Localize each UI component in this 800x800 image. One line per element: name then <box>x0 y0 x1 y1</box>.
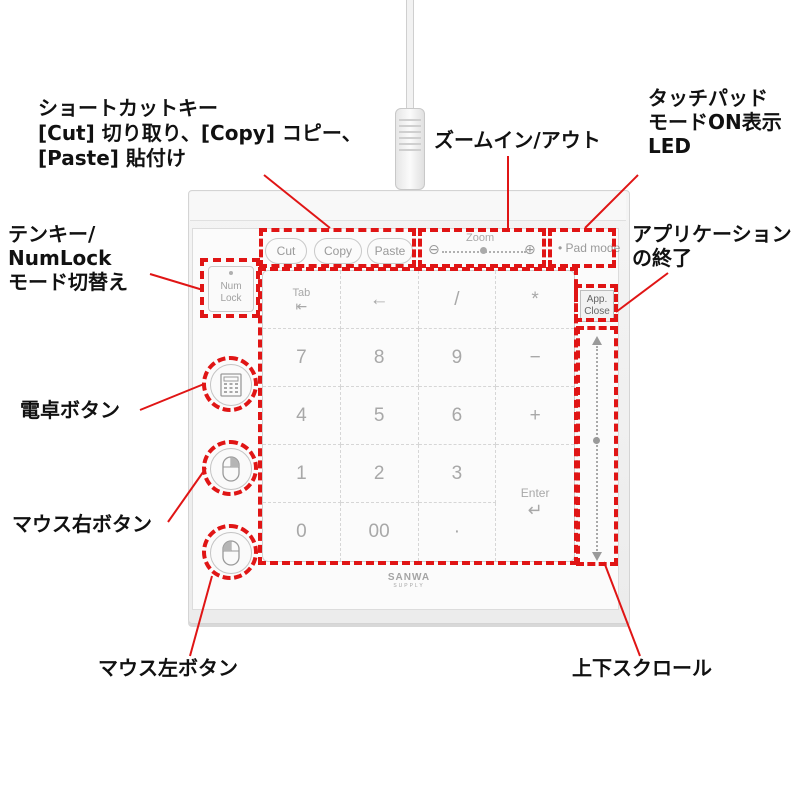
zoom-out-icon[interactable]: ⊖ <box>428 242 440 258</box>
enter-arrow-icon: ↵ <box>527 499 543 520</box>
numlock-led <box>229 271 233 275</box>
key-tab[interactable]: Tab ⇤ <box>263 271 341 329</box>
key-tab-label: Tab <box>292 286 311 299</box>
key-2[interactable]: 2 <box>340 445 419 503</box>
scroll-up-arrow-icon[interactable] <box>592 336 602 345</box>
callout-numlock-line-2: NumLock <box>8 246 112 270</box>
numlock-label-1: Num <box>220 281 242 292</box>
key-6[interactable]: 6 <box>418 387 497 445</box>
callout-app-close-line-1: アプリケーション <box>632 222 792 246</box>
highlight-app-close <box>574 284 618 322</box>
callout-numlock-line-1: テンキー/ <box>8 222 96 246</box>
key-9[interactable]: 9 <box>418 329 497 387</box>
key-backspace[interactable]: ← <box>340 271 419 329</box>
scroll-knob[interactable] <box>593 437 600 444</box>
callout-led-line-3: LED <box>648 134 692 158</box>
paste-button[interactable]: Paste <box>367 238 413 264</box>
key-multiply[interactable]: * <box>496 271 574 329</box>
key-enter-label: Enter <box>520 485 550 500</box>
highlight-mouse-left <box>202 524 258 580</box>
zoom-in-icon[interactable]: ⊕ <box>524 242 536 258</box>
numlock-button[interactable]: Num Lock <box>208 266 254 312</box>
callout-mouse-left: マウス左ボタン <box>98 656 238 680</box>
numlock-label-2: Lock <box>220 293 242 304</box>
brand-sub: SUPPLY <box>393 583 425 589</box>
callout-shortcut-line-3: [Paste] 貼付け <box>38 146 186 170</box>
highlight-pad-mode-led <box>548 228 616 268</box>
cut-button[interactable]: Cut <box>265 238 307 264</box>
callout-app-close-line-2: の終了 <box>632 246 692 270</box>
highlight-shortcut-keys <box>259 228 416 268</box>
tab-arrow-icon: ⇤ <box>295 297 308 314</box>
usb-plug <box>395 108 425 190</box>
keypad-area: Tab ⇤ ← / * 7 8 9 − 4 5 6 + 1 2 3 Enter … <box>262 270 575 562</box>
app-close-label-1: App. <box>586 294 608 305</box>
key-divide[interactable]: / <box>418 271 497 329</box>
callout-zoom: ズームイン/アウト <box>434 128 601 152</box>
app-close-button[interactable]: App. Close <box>580 290 614 322</box>
scroll-down-arrow-icon[interactable] <box>592 552 602 561</box>
callout-led-line-2: モードON表示 <box>648 110 782 134</box>
key-enter[interactable]: Enter ↵ <box>496 445 574 561</box>
callout-calculator: 電卓ボタン <box>20 398 120 422</box>
key-8[interactable]: 8 <box>340 329 419 387</box>
scroll-strip[interactable] <box>596 346 598 554</box>
key-0[interactable]: 0 <box>263 503 341 561</box>
app-close-label-2: Close <box>584 306 610 317</box>
key-5[interactable]: 5 <box>340 387 419 445</box>
key-dot[interactable]: · <box>419 503 497 561</box>
key-minus[interactable]: − <box>496 329 574 387</box>
key-4[interactable]: 4 <box>263 387 341 445</box>
key-00[interactable]: 00 <box>341 503 419 561</box>
callout-shortcut-line-2: [Cut] 切り取り、[Copy] コピー、 <box>38 121 362 145</box>
pad-mode-led: • Pad mode <box>558 241 621 255</box>
usb-cable <box>406 0 414 110</box>
key-7[interactable]: 7 <box>263 329 341 387</box>
key-plus[interactable]: + <box>496 387 574 445</box>
key-3[interactable]: 3 <box>418 445 497 503</box>
highlight-mouse-right <box>202 440 258 496</box>
highlight-zoom <box>418 228 546 268</box>
callout-mouse-right: マウス右ボタン <box>12 512 152 536</box>
callout-scroll: 上下スクロール <box>572 656 712 680</box>
zoom-label: Zoom <box>466 232 495 244</box>
copy-button[interactable]: Copy <box>314 238 362 264</box>
callout-shortcut-line-1: ショートカットキー <box>38 96 218 120</box>
brand-name: SANWA <box>387 572 431 583</box>
callout-numlock-line-3: モード切替え <box>8 270 128 294</box>
key-1[interactable]: 1 <box>263 445 341 503</box>
device-top-edge <box>190 192 626 221</box>
brand-logo: SANWA SUPPLY <box>384 572 434 589</box>
zoom-slider-knob[interactable] <box>480 247 487 254</box>
callout-led-line-1: タッチパッド <box>648 86 768 110</box>
highlight-scroll <box>576 326 618 566</box>
